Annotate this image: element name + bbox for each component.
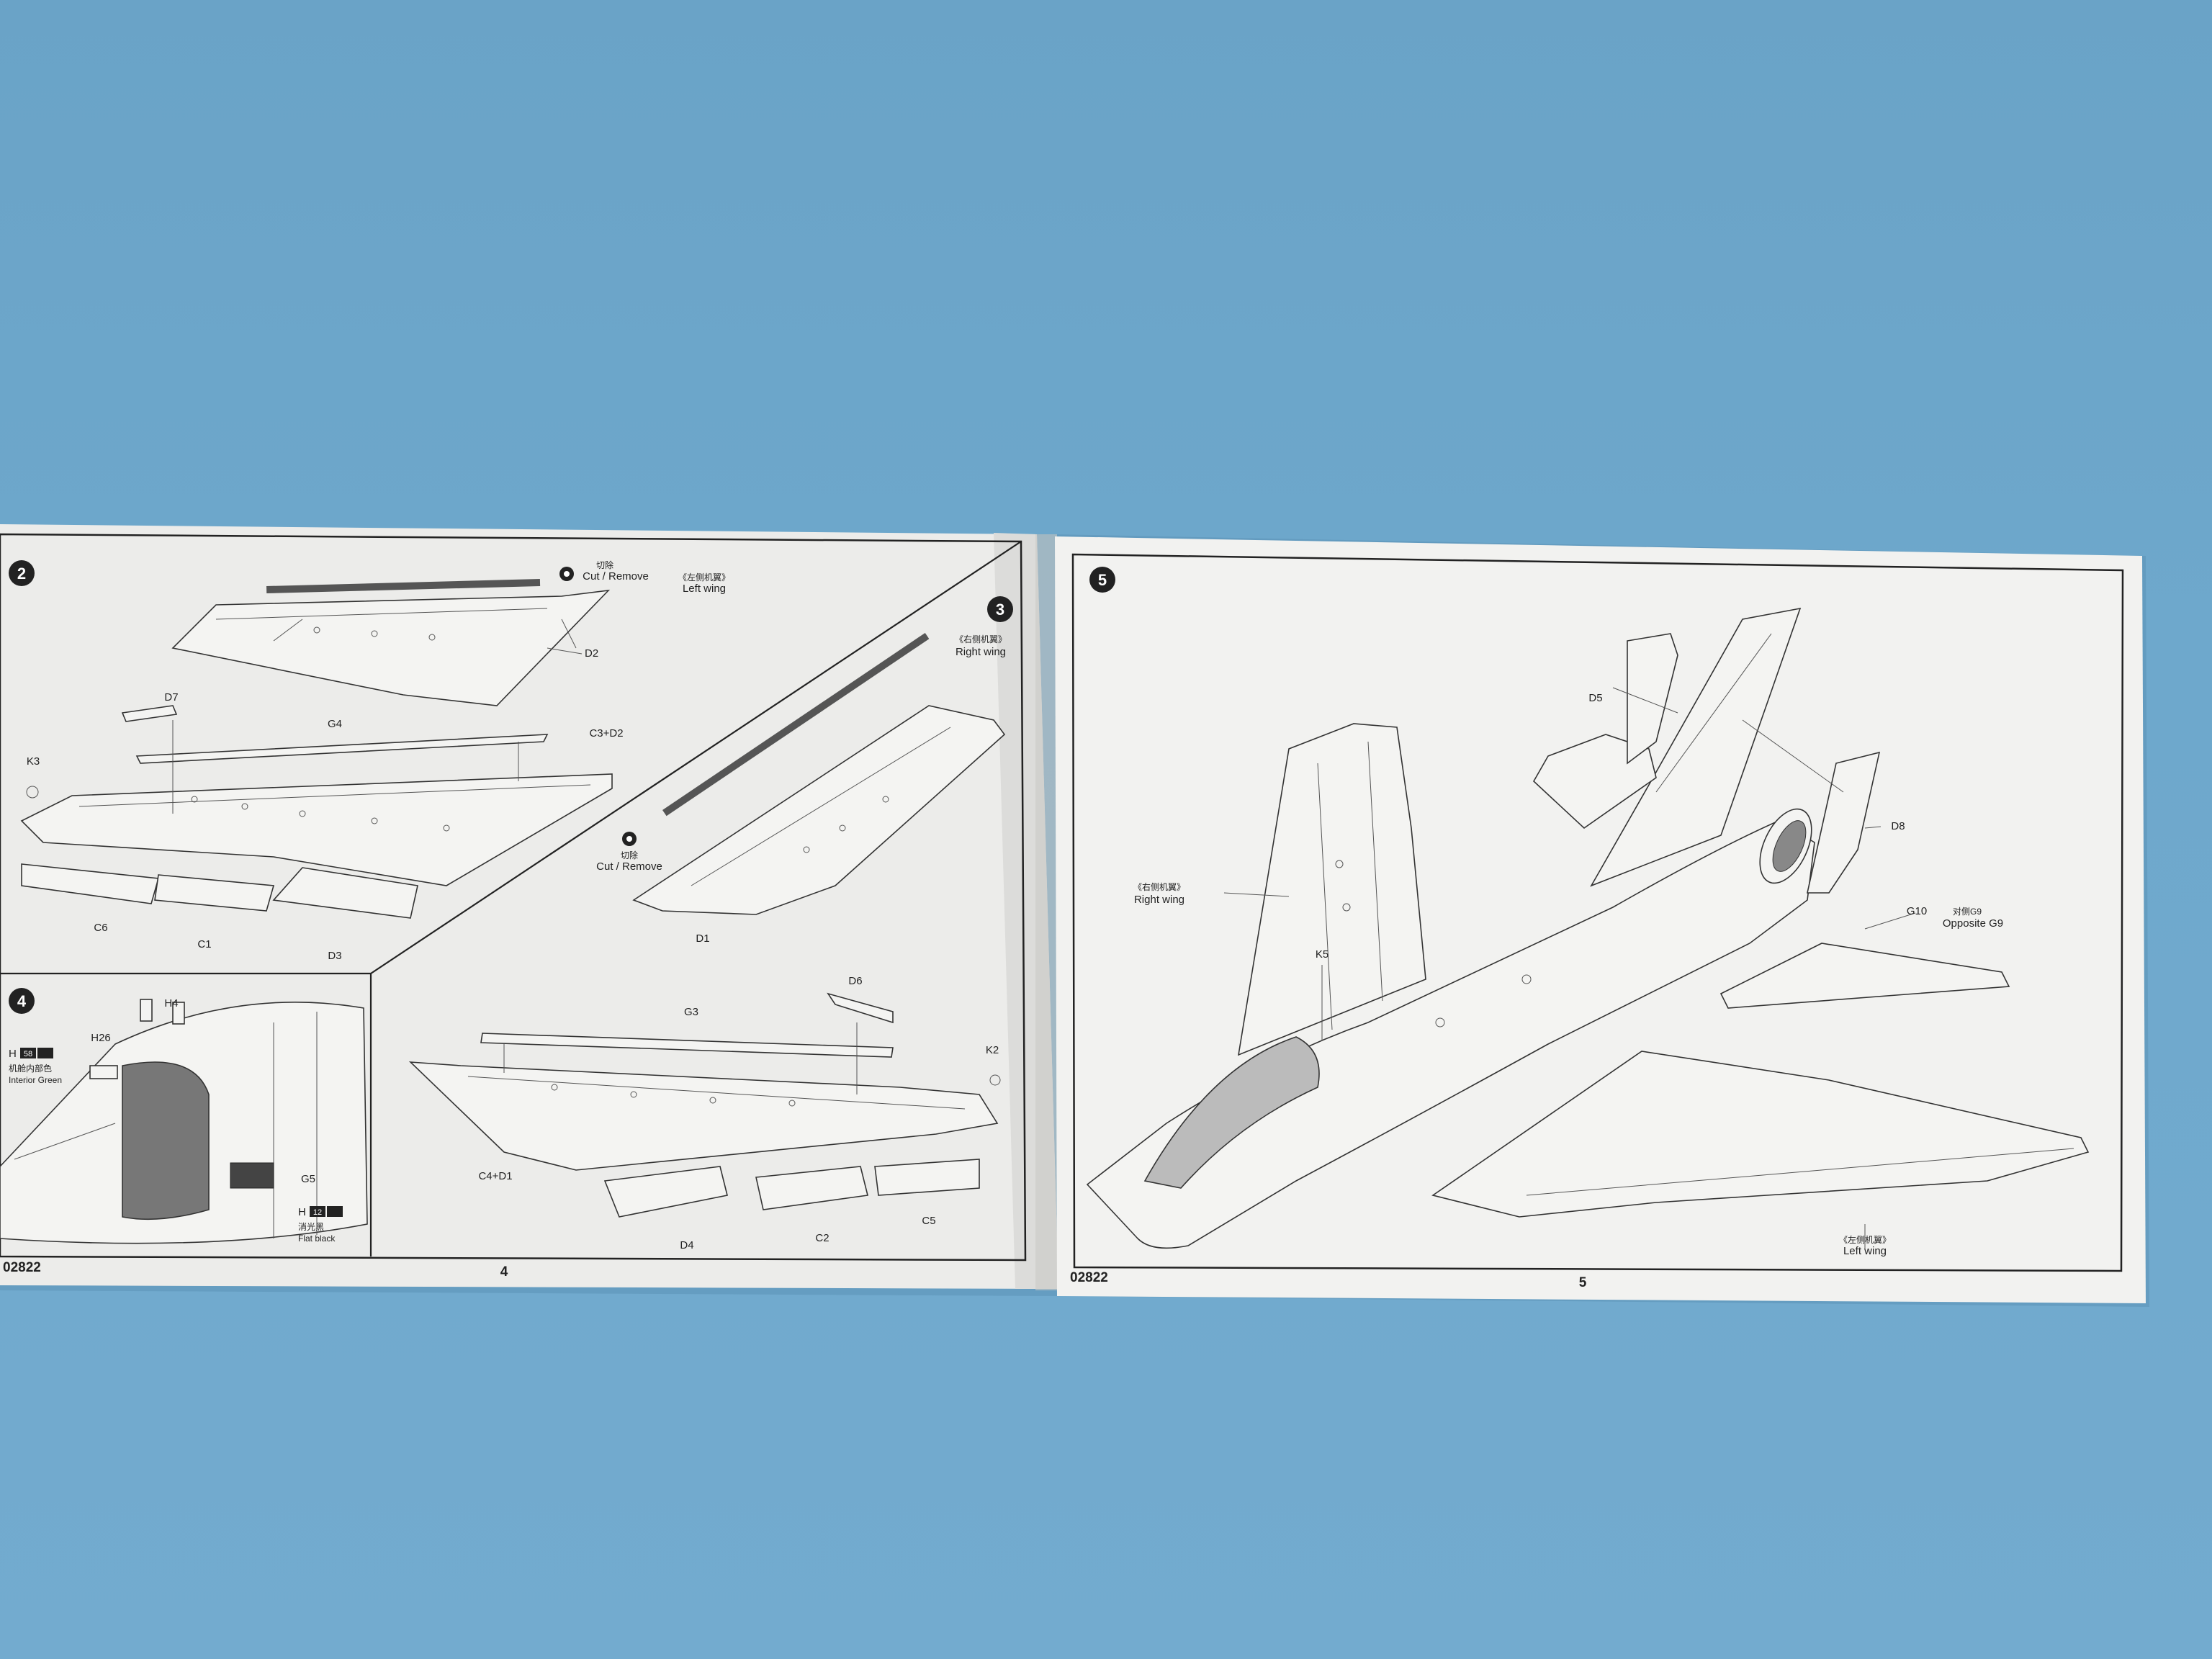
svg-text:H: H bbox=[298, 1206, 306, 1218]
step-5-aircraft bbox=[1086, 607, 2090, 1249]
svg-text:Interior Green: Interior Green bbox=[9, 1075, 62, 1085]
part-label-h4: H4 bbox=[164, 997, 178, 1010]
part-label-h26: H26 bbox=[91, 1032, 111, 1044]
left-page: 2 切除 Cut / Remove 《左侧机翼》 Left wing D2 bbox=[0, 524, 1058, 1289]
right-page: 5 bbox=[1055, 536, 2146, 1303]
step-4-number: 4 bbox=[17, 992, 27, 1010]
part-label-k3: K3 bbox=[27, 755, 40, 768]
part-label-d8: D8 bbox=[1891, 820, 1905, 832]
part-label-c4-d1: C4+D1 bbox=[478, 1170, 512, 1182]
step-3-wing-assembly bbox=[408, 992, 1001, 1218]
right-page-number: 5 bbox=[1579, 1275, 1587, 1290]
step-5-number: 5 bbox=[1098, 571, 1107, 589]
cut-label-cn-3: 切除 bbox=[621, 850, 638, 860]
part-label-g5: G5 bbox=[301, 1173, 315, 1185]
part-label-d4: D4 bbox=[680, 1239, 693, 1251]
svg-text:消光黑: 消光黑 bbox=[298, 1222, 324, 1232]
paint-callout-flat-black: H 12 消光黑 Flat black bbox=[298, 1206, 343, 1244]
cut-label-en-2: Cut / Remove bbox=[583, 570, 649, 583]
cut-remove-icon-3 bbox=[622, 832, 637, 846]
part-label-c5: C5 bbox=[922, 1215, 935, 1227]
part-label-g10: G10 bbox=[1907, 905, 1927, 917]
left-page-code: 02822 bbox=[3, 1260, 41, 1275]
part-label-d1: D1 bbox=[696, 932, 709, 945]
paint-callout-interior-green: H 58 机舱内部色 Interior Green bbox=[9, 1048, 62, 1085]
svg-text:机舱内部色: 机舱内部色 bbox=[9, 1063, 52, 1074]
part-label-g4: G4 bbox=[328, 718, 342, 730]
right-wing-label-cn-5: 《右侧机翼》 bbox=[1133, 881, 1185, 892]
left-wing-label-cn-2: 《左侧机翼》 bbox=[678, 572, 730, 583]
step-4-fuselage bbox=[0, 999, 368, 1244]
step-2-badge bbox=[9, 560, 35, 586]
left-wing-label-en-2: Left wing bbox=[683, 583, 726, 595]
step-2-number: 2 bbox=[17, 565, 26, 583]
step-3-wing-top bbox=[632, 632, 1006, 915]
right-page-code: 02822 bbox=[1070, 1270, 1108, 1285]
svg-text:Flat black: Flat black bbox=[298, 1233, 336, 1244]
opposite-label-en-5: Opposite G9 bbox=[1943, 917, 2003, 930]
part-label-d7: D7 bbox=[164, 691, 178, 703]
svg-text:12: 12 bbox=[313, 1208, 322, 1217]
part-label-d6: D6 bbox=[848, 975, 862, 987]
left-wing-label-cn-5: 《左侧机翼》 bbox=[1839, 1234, 1891, 1245]
svg-text:58: 58 bbox=[24, 1050, 32, 1058]
opposite-label-cn-5: 对侧G9 bbox=[1953, 907, 1982, 917]
cut-label-en-3: Cut / Remove bbox=[596, 860, 662, 873]
part-label-g3: G3 bbox=[684, 1006, 698, 1018]
step-4-badge bbox=[9, 988, 35, 1014]
step-2-wing-assembly bbox=[20, 705, 613, 919]
part-label-d3: D3 bbox=[328, 950, 341, 962]
part-label-c6: C6 bbox=[94, 922, 107, 934]
svg-text:H: H bbox=[9, 1048, 17, 1060]
part-label-d5: D5 bbox=[1588, 692, 1602, 704]
step-5-badge bbox=[1089, 567, 1115, 593]
cut-label-cn-2: 切除 bbox=[596, 559, 613, 570]
left-wing-label-en-5: Left wing bbox=[1843, 1245, 1887, 1257]
step-3-number: 3 bbox=[996, 601, 1004, 619]
left-page-number: 4 bbox=[500, 1264, 508, 1280]
step-3-badge bbox=[987, 596, 1013, 622]
part-label-k5: K5 bbox=[1316, 948, 1328, 961]
part-label-k2: K2 bbox=[986, 1044, 999, 1056]
right-wing-label-cn-3: 《右侧机翼》 bbox=[955, 634, 1007, 644]
part-label-c2: C2 bbox=[815, 1232, 829, 1244]
part-label-c1: C1 bbox=[197, 938, 211, 950]
part-label-d2: D2 bbox=[585, 647, 598, 660]
part-label-c3-d2: C3+D2 bbox=[589, 727, 623, 739]
right-wing-label-en-3: Right wing bbox=[956, 646, 1006, 658]
right-wing-label-en-5: Right wing bbox=[1134, 894, 1184, 906]
cut-remove-icon-2 bbox=[559, 567, 574, 581]
step-2-wing-top bbox=[171, 579, 611, 706]
